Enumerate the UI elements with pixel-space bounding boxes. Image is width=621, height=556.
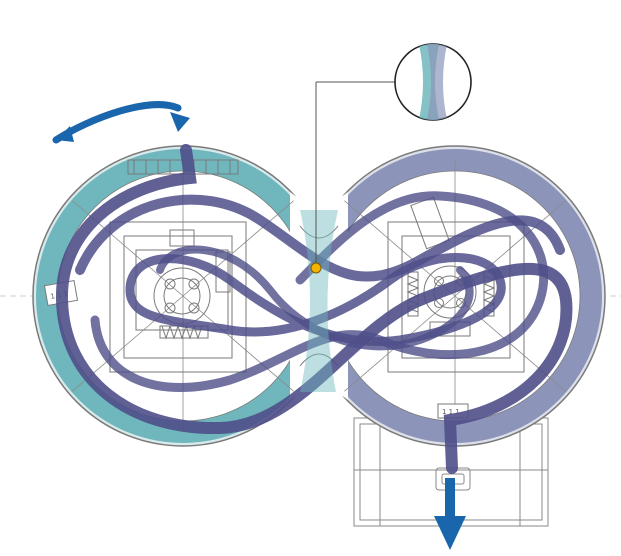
belt-lower-loop: [90, 191, 549, 392]
belt-middle-infinity: [125, 253, 506, 346]
neck-crossing-band: [300, 210, 338, 392]
inlet-arrow-icon: [52, 101, 190, 144]
belt-ribbons: [55, 144, 573, 474]
belt-outer-loop: [55, 144, 573, 474]
belt-inner-loop: [156, 245, 474, 351]
belt-upper-sweep: [75, 194, 565, 282]
magnifier-inset: [394, 43, 472, 121]
right-tag-label: 1 1 1: [442, 408, 460, 416]
outlet-arrow-icon: [434, 478, 466, 550]
flow-marker-dot: [310, 262, 322, 274]
